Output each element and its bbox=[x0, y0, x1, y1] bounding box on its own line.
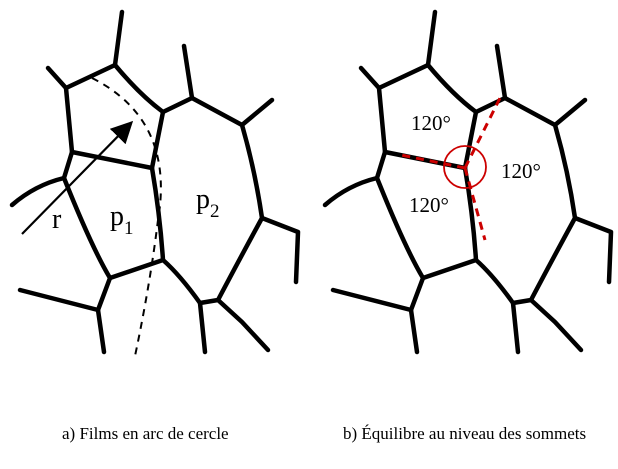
angle-right-label: 120° bbox=[501, 159, 541, 183]
caption-a: a) Films en arc de cercle bbox=[62, 424, 229, 443]
label-p1: p1 bbox=[110, 201, 134, 239]
label-p2: p2 bbox=[196, 184, 220, 222]
caption-b: b) Équilibre au niveau des sommets bbox=[343, 424, 587, 443]
angle-top-label: 120° bbox=[411, 111, 451, 135]
vertex-highlight bbox=[400, 95, 503, 241]
panel-a: r p1 p2 bbox=[9, 9, 301, 357]
foam-network-a bbox=[9, 9, 301, 355]
vertex-circle bbox=[443, 145, 487, 189]
foam-network-b bbox=[322, 9, 614, 355]
panel-b: 120° 120° 120° bbox=[322, 9, 614, 355]
radius-arrow bbox=[21, 120, 134, 235]
arc-circle bbox=[91, 77, 162, 357]
angle-bottom-label: 120° bbox=[409, 193, 449, 217]
label-r: r bbox=[52, 204, 62, 235]
